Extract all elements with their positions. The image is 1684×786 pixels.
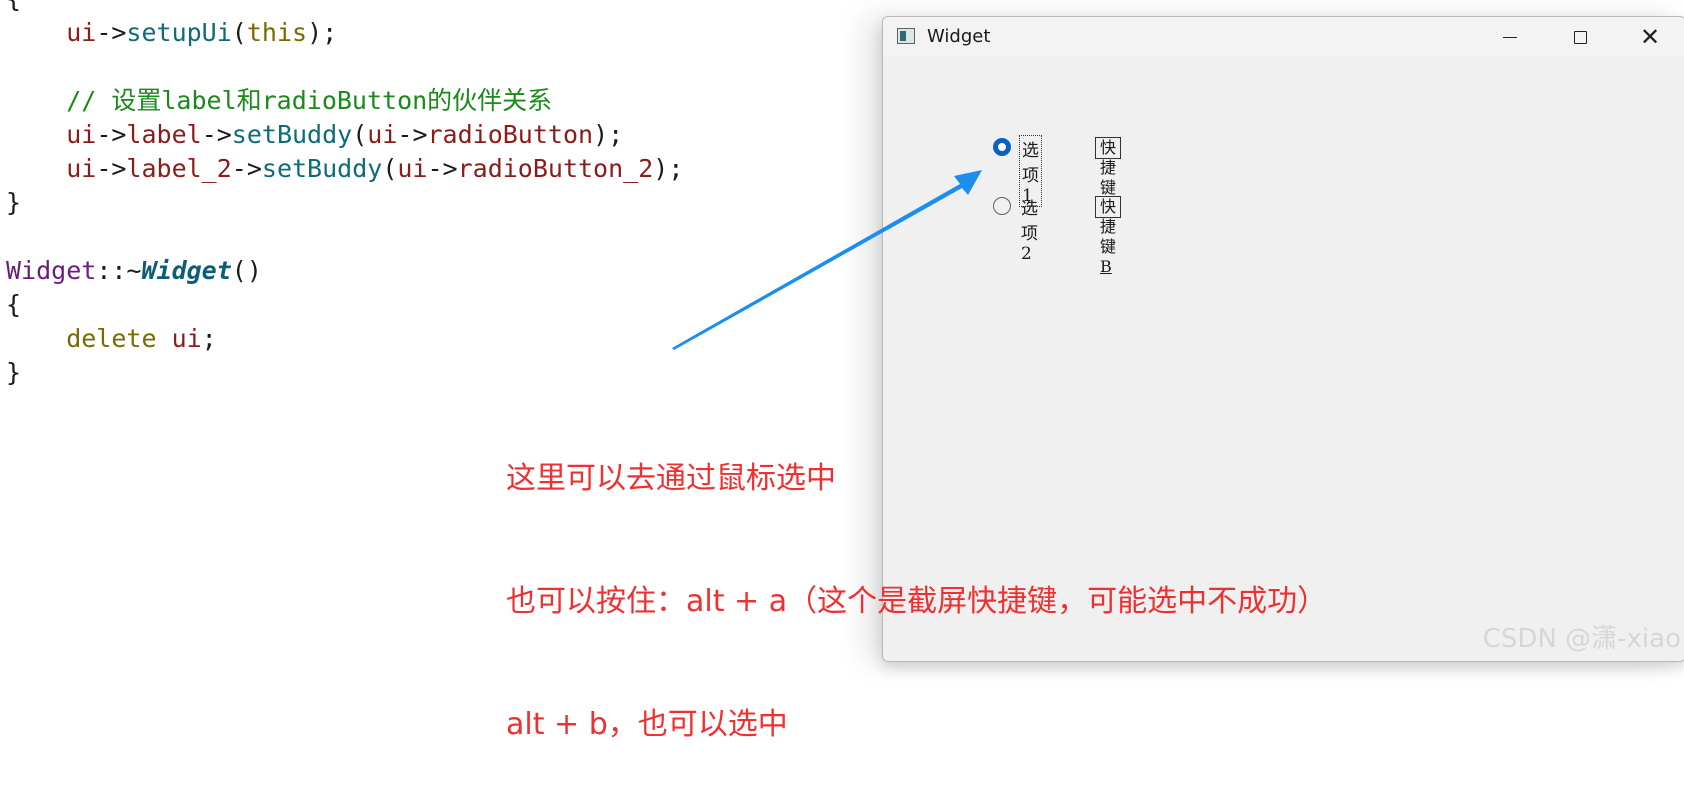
qt-widget-icon [897, 28, 915, 44]
code-token: () [231, 256, 262, 285]
code-line: { [6, 288, 886, 322]
annotation-line-2: 也可以按住：alt + a（这个是截屏快捷键，可能选中不成功） [506, 584, 1328, 619]
code-token: radioButton_2 [457, 154, 654, 183]
radio-button-1[interactable] [993, 138, 1011, 156]
code-line: delete ui; [6, 322, 886, 356]
code-token: -> [96, 18, 127, 47]
annotation-note: 这里可以去通过鼠标选中 也可以按住：alt + a（这个是截屏快捷键，可能选中不… [506, 376, 1327, 786]
minimize-button[interactable] [1475, 17, 1545, 57]
code-token: -> [427, 154, 458, 183]
code-token: radioButton [427, 120, 594, 149]
code-token: } [6, 188, 22, 217]
code-token: ( [231, 18, 247, 47]
code-line: { [6, 0, 886, 16]
minimize-icon [1503, 36, 1517, 38]
code-token: ui [6, 120, 97, 149]
widget-window: Widget ✕ 选项1 快捷键 A 选项2 快捷键 B CSDN @潇-xia… [882, 16, 1684, 662]
code-line: ui->label->setBuddy(ui->radioButton); [6, 118, 886, 152]
code-token: ui [6, 18, 97, 47]
close-icon: ✕ [1639, 23, 1661, 51]
code-line: ui->setupUi(this); [6, 16, 886, 50]
code-token: Widget [6, 256, 97, 285]
code-token: { [6, 0, 21, 13]
code-line: } [6, 356, 886, 390]
annotation-line-3: alt + b，也可以选中 [506, 707, 788, 742]
buddy-label-1-text: 快捷键 [1100, 138, 1117, 197]
radio-label-1[interactable]: 选项1 [1019, 135, 1042, 207]
code-token: label_2 [126, 154, 232, 183]
code-line: Widget::~Widget() [6, 254, 886, 288]
code-token: delete [6, 324, 157, 353]
code-token: } [6, 358, 22, 387]
close-button[interactable]: ✕ [1615, 17, 1684, 57]
annotation-line-1: 这里可以去通过鼠标选中 [506, 461, 836, 496]
code-line: // 设置label和radioButton的伙伴关系 [6, 84, 886, 118]
code-token: -> [96, 120, 127, 149]
code-token: ); [653, 154, 684, 183]
code-line: ui->label_2->setBuddy(ui->radioButton_2)… [6, 152, 886, 186]
radio-label-2[interactable]: 选项2 [1021, 199, 1038, 264]
code-token: ::~ [96, 256, 142, 285]
radio-button-2[interactable] [993, 197, 1011, 215]
code-token: { [6, 290, 22, 319]
code-token: -> [397, 120, 428, 149]
buddy-label-2: 快捷键 B [1095, 196, 1122, 276]
code-token: setBuddy [231, 120, 353, 149]
title-bar[interactable]: Widget ✕ [883, 17, 1684, 57]
buddy-label-2-text: 快捷键 [1100, 197, 1117, 256]
code-token: -> [96, 154, 127, 183]
csdn-watermark: CSDN @潇-xiao [1482, 624, 1681, 654]
window-title: Widget [927, 26, 991, 47]
code-token: setupUi [126, 18, 232, 47]
code-token: -> [231, 154, 262, 183]
code-token: ui [6, 154, 97, 183]
code-token: Widget [141, 256, 232, 285]
code-token: ); [307, 18, 338, 47]
code-token: ; [201, 324, 217, 353]
maximize-icon [1573, 30, 1587, 44]
code-token: -> [201, 120, 232, 149]
annotation-arrow [672, 170, 982, 350]
code-token: this [246, 18, 308, 47]
code-token: label [126, 120, 202, 149]
code-token: ui [156, 324, 202, 353]
code-token: ( [352, 120, 368, 149]
code-line: } [6, 186, 886, 220]
code-editor: { ui->setupUi(this); // 设置label和radioBut… [6, 0, 886, 390]
code-token: // 设置label和radioButton的伙伴关系 [6, 86, 553, 115]
code-token: ui [397, 154, 428, 183]
code-token: setBuddy [261, 154, 383, 183]
code-token: ui [367, 120, 398, 149]
code-token: ( [382, 154, 398, 183]
code-token: ); [593, 120, 624, 149]
buddy-label-2-key: B [1100, 257, 1112, 276]
maximize-button[interactable] [1545, 17, 1615, 57]
